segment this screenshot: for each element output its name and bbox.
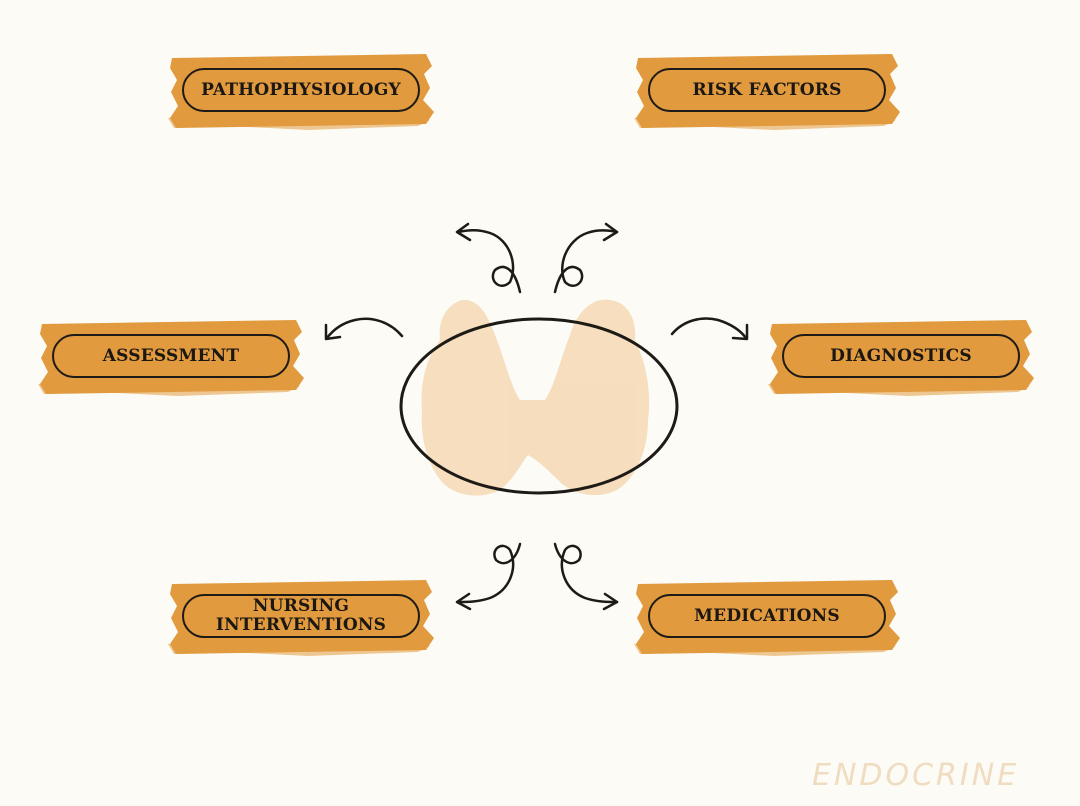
label-pill: NURSING INTERVENTIONS xyxy=(182,594,420,638)
arrowhead-nursing xyxy=(455,592,472,611)
node-label: ASSESSMENT xyxy=(102,345,240,366)
node-label: NURSING INTERVENTIONS xyxy=(215,596,387,635)
brush-stroke xyxy=(634,54,900,130)
brush-stroke xyxy=(38,320,304,396)
watermark-text: ENDOCRINE xyxy=(812,758,1020,793)
node-risk-factors: RISK FACTORS xyxy=(634,52,904,132)
node-medications: MEDICATIONS xyxy=(634,578,904,658)
arrow-to-nursing xyxy=(456,542,522,604)
node-nursing-interventions: NURSING INTERVENTIONS xyxy=(168,578,438,658)
node-label: PATHOPHYSIOLOGY xyxy=(201,79,401,100)
arrowhead-assessment xyxy=(324,323,342,341)
node-label: MEDICATIONS xyxy=(694,605,840,626)
thyroid-gland-icon xyxy=(421,299,650,496)
arrowhead-diagnostics xyxy=(731,323,749,341)
arrow-to-pathophysiology xyxy=(456,229,522,294)
arrowhead-risk-factors xyxy=(602,222,619,242)
arrow-to-diagnostics xyxy=(670,317,748,340)
node-label: RISK FACTORS xyxy=(692,79,842,100)
arrow-to-risk-factors xyxy=(553,229,619,294)
center-oval xyxy=(399,317,679,495)
label-pill: ASSESSMENT xyxy=(52,334,290,378)
node-diagnostics: DIAGNOSTICS xyxy=(768,318,1038,398)
node-assessment: ASSESSMENT xyxy=(38,318,308,398)
label-pill: MEDICATIONS xyxy=(648,594,886,638)
arrow-to-assessment xyxy=(325,317,404,340)
brush-stroke xyxy=(634,580,900,656)
arrow-to-medications xyxy=(553,542,619,604)
brush-stroke xyxy=(168,54,434,130)
node-pathophysiology: PATHOPHYSIOLOGY xyxy=(168,52,438,132)
label-pill: DIAGNOSTICS xyxy=(782,334,1020,378)
brush-stroke xyxy=(768,320,1034,396)
label-pill: RISK FACTORS xyxy=(648,68,886,112)
brush-stroke xyxy=(168,580,434,656)
arrowhead-medications xyxy=(602,592,619,611)
node-label: DIAGNOSTICS xyxy=(830,345,972,366)
arrowhead-pathophysiology xyxy=(455,222,472,242)
label-pill: PATHOPHYSIOLOGY xyxy=(182,68,420,112)
